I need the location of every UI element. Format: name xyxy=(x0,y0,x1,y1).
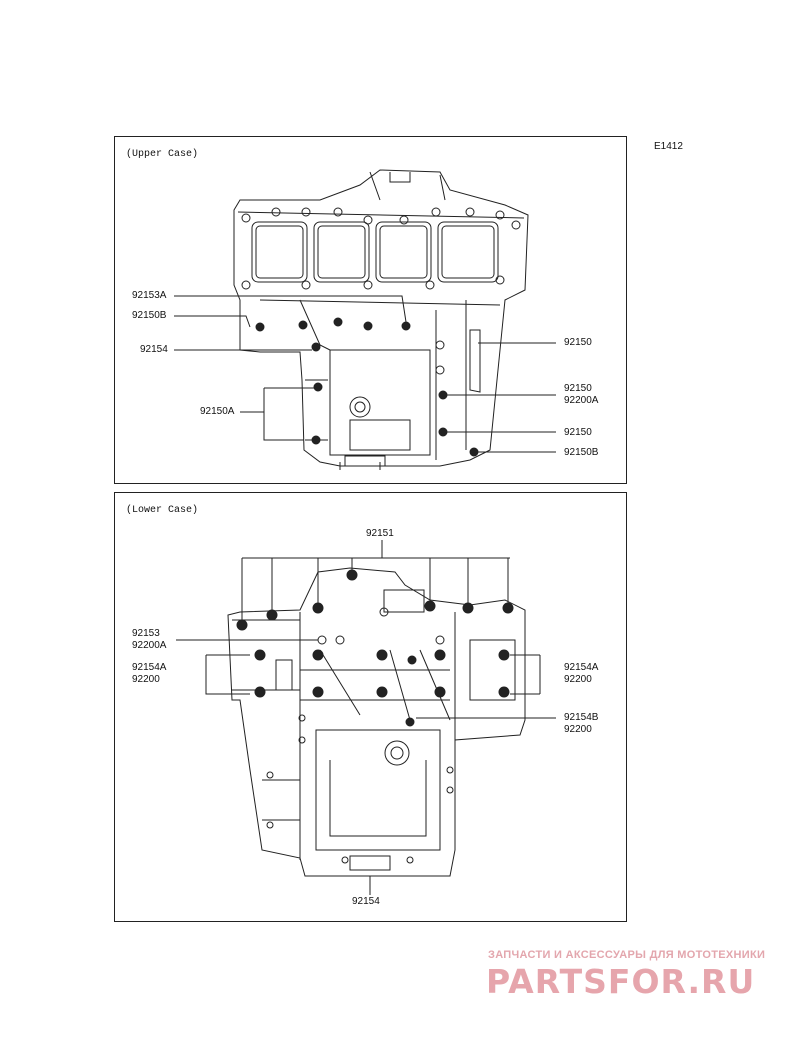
watermark-brand-logo: PARTSFOR.RU xyxy=(486,962,756,1001)
upper-case-outline xyxy=(233,169,529,470)
upper-case-bolts xyxy=(255,317,479,457)
label-92153-92200A: 92153 92200A xyxy=(132,628,167,651)
label-92154B-92200: 92154B 92200 xyxy=(564,712,599,735)
upper-case-panel xyxy=(114,136,627,484)
label-92151: 92151 xyxy=(366,528,394,539)
label-92150B-right: 92150B xyxy=(564,447,599,458)
watermark-tagline: ЗАПЧАСТИ И АКСЕССУАРЫ ДЛЯ МОТОТЕХНИКИ xyxy=(488,949,766,961)
lower-case-leaders xyxy=(176,540,556,895)
upper-case-hollow-bolts xyxy=(241,207,521,375)
label-92150A: 92150A xyxy=(200,406,235,417)
upper-case-leaders xyxy=(174,295,556,453)
label-92150-92200A: 92150 92200A xyxy=(564,383,599,406)
lower-case-title: (Lower Case) xyxy=(126,505,199,516)
lower-case-bolts xyxy=(236,569,514,727)
label-92150-right-1: 92150 xyxy=(564,337,592,348)
label-92150-right-3: 92150 xyxy=(564,427,592,438)
label-92150B-left: 92150B xyxy=(132,310,167,321)
label-92154-lower: 92154 xyxy=(352,896,380,907)
upper-case-title: (Upper Case) xyxy=(126,149,199,160)
label-92154A-92200-left: 92154A 92200 xyxy=(132,662,167,685)
lower-case-hollow-bolts xyxy=(266,607,454,864)
label-92154A-92200-right: 92154A 92200 xyxy=(564,662,599,685)
label-92153A: 92153A xyxy=(132,290,167,301)
label-92154-upper: 92154 xyxy=(140,344,168,355)
diagram-code: E1412 xyxy=(654,141,683,152)
lower-case-outline xyxy=(227,567,526,877)
